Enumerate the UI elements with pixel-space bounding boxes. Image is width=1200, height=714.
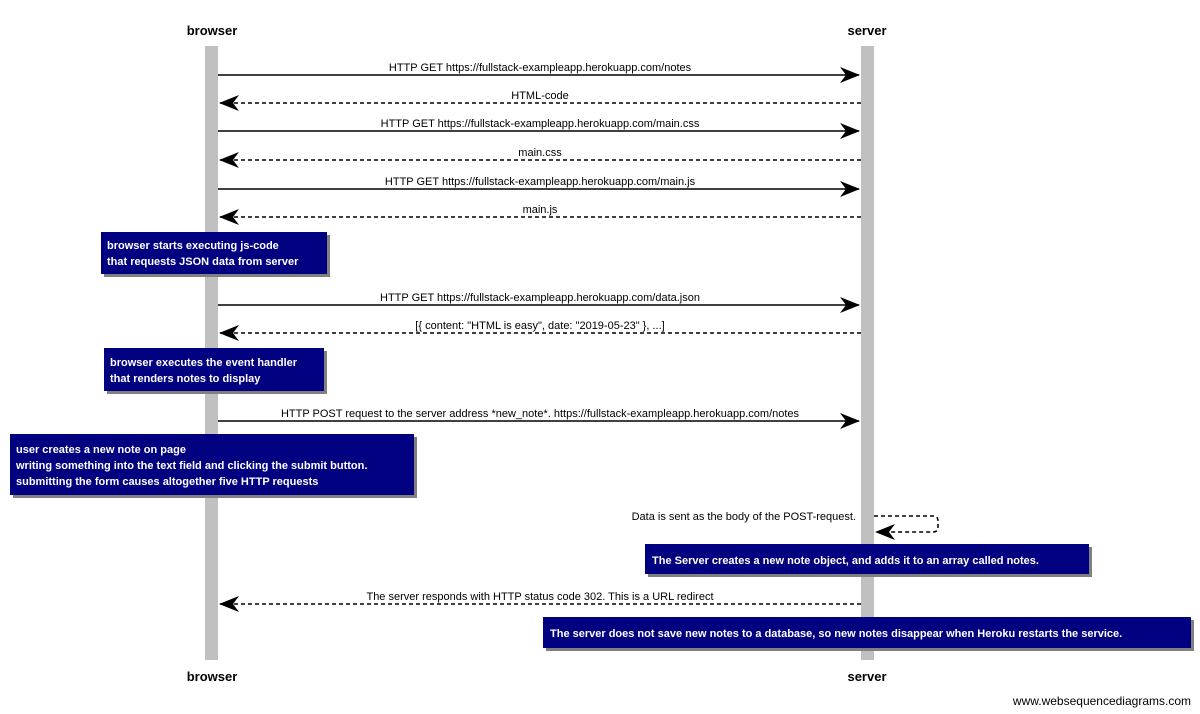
- message-label: main.css: [518, 147, 562, 159]
- message-get-notes: HTTP GET https://fullstack-exampleapp.he…: [218, 62, 860, 83]
- note-box: [543, 617, 1191, 648]
- message-json-data: [{ content: "HTML is easy", date: "2019-…: [219, 320, 861, 341]
- note-user-creates-note: user creates a new note on page writing …: [10, 434, 417, 498]
- message-html-code: HTML-code: [219, 90, 861, 111]
- participant-browser-bottom: browser: [187, 669, 238, 684]
- message-main-css: main.css: [219, 147, 861, 168]
- message-post-new-note: HTTP POST request to the server address …: [218, 408, 860, 429]
- note-line: The server does not save new notes to a …: [550, 628, 1122, 640]
- note-server-no-database: The server does not save new notes to a …: [543, 617, 1194, 651]
- participant-browser-top: browser: [187, 23, 238, 38]
- note-server-creates-note: The Server creates a new note object, an…: [645, 544, 1092, 577]
- note-line: The Server creates a new note object, an…: [652, 555, 1039, 567]
- message-label: HTTP GET https://fullstack-exampleapp.he…: [380, 292, 700, 304]
- message-label: HTTP POST request to the server address …: [281, 408, 800, 420]
- message-label: Data is sent as the body of the POST-req…: [632, 511, 856, 523]
- message-label: [{ content: "HTML is easy", date: "2019-…: [415, 320, 664, 332]
- note-line: writing something into the text field an…: [15, 460, 367, 472]
- note-line: that renders notes to display: [110, 373, 261, 385]
- message-get-main-js: HTTP GET https://fullstack-exampleapp.he…: [218, 176, 860, 197]
- note-box: [101, 232, 327, 274]
- lifeline-server: [861, 46, 874, 660]
- participant-server-bottom: server: [847, 669, 886, 684]
- note-line: browser executes the event handler: [110, 357, 298, 369]
- message-get-data-json: HTTP GET https://fullstack-exampleapp.he…: [218, 292, 860, 313]
- message-label: HTTP GET https://fullstack-exampleapp.he…: [389, 62, 692, 74]
- watermark-text: www.websequencediagrams.com: [1012, 694, 1191, 708]
- note-line: that requests JSON data from server: [107, 256, 299, 268]
- message-self-post-body: Data is sent as the body of the POST-req…: [632, 511, 939, 540]
- note-line: browser starts executing js-code: [107, 240, 279, 252]
- message-label: HTML-code: [511, 90, 568, 102]
- note-box: [104, 348, 324, 391]
- note-box: [645, 544, 1089, 574]
- note-line: submitting the form causes altogether fi…: [16, 476, 318, 488]
- note-event-handler: browser executes the event handler that …: [104, 348, 327, 394]
- message-get-main-css: HTTP GET https://fullstack-exampleapp.he…: [218, 118, 860, 139]
- note-line: user creates a new note on page: [16, 444, 186, 456]
- message-main-js: main.js: [219, 204, 861, 225]
- message-label: HTTP GET https://fullstack-exampleapp.he…: [381, 118, 700, 130]
- note-js-executing: browser starts executing js-code that re…: [101, 232, 330, 277]
- message-label: HTTP GET https://fullstack-exampleapp.he…: [385, 176, 696, 188]
- message-redirect-302: The server responds with HTTP status cod…: [219, 591, 861, 612]
- note-box: [10, 434, 414, 495]
- message-arrow: [874, 515, 939, 540]
- message-label: main.js: [523, 204, 558, 216]
- participant-server-top: server: [847, 23, 886, 38]
- message-label: The server responds with HTTP status cod…: [366, 591, 713, 603]
